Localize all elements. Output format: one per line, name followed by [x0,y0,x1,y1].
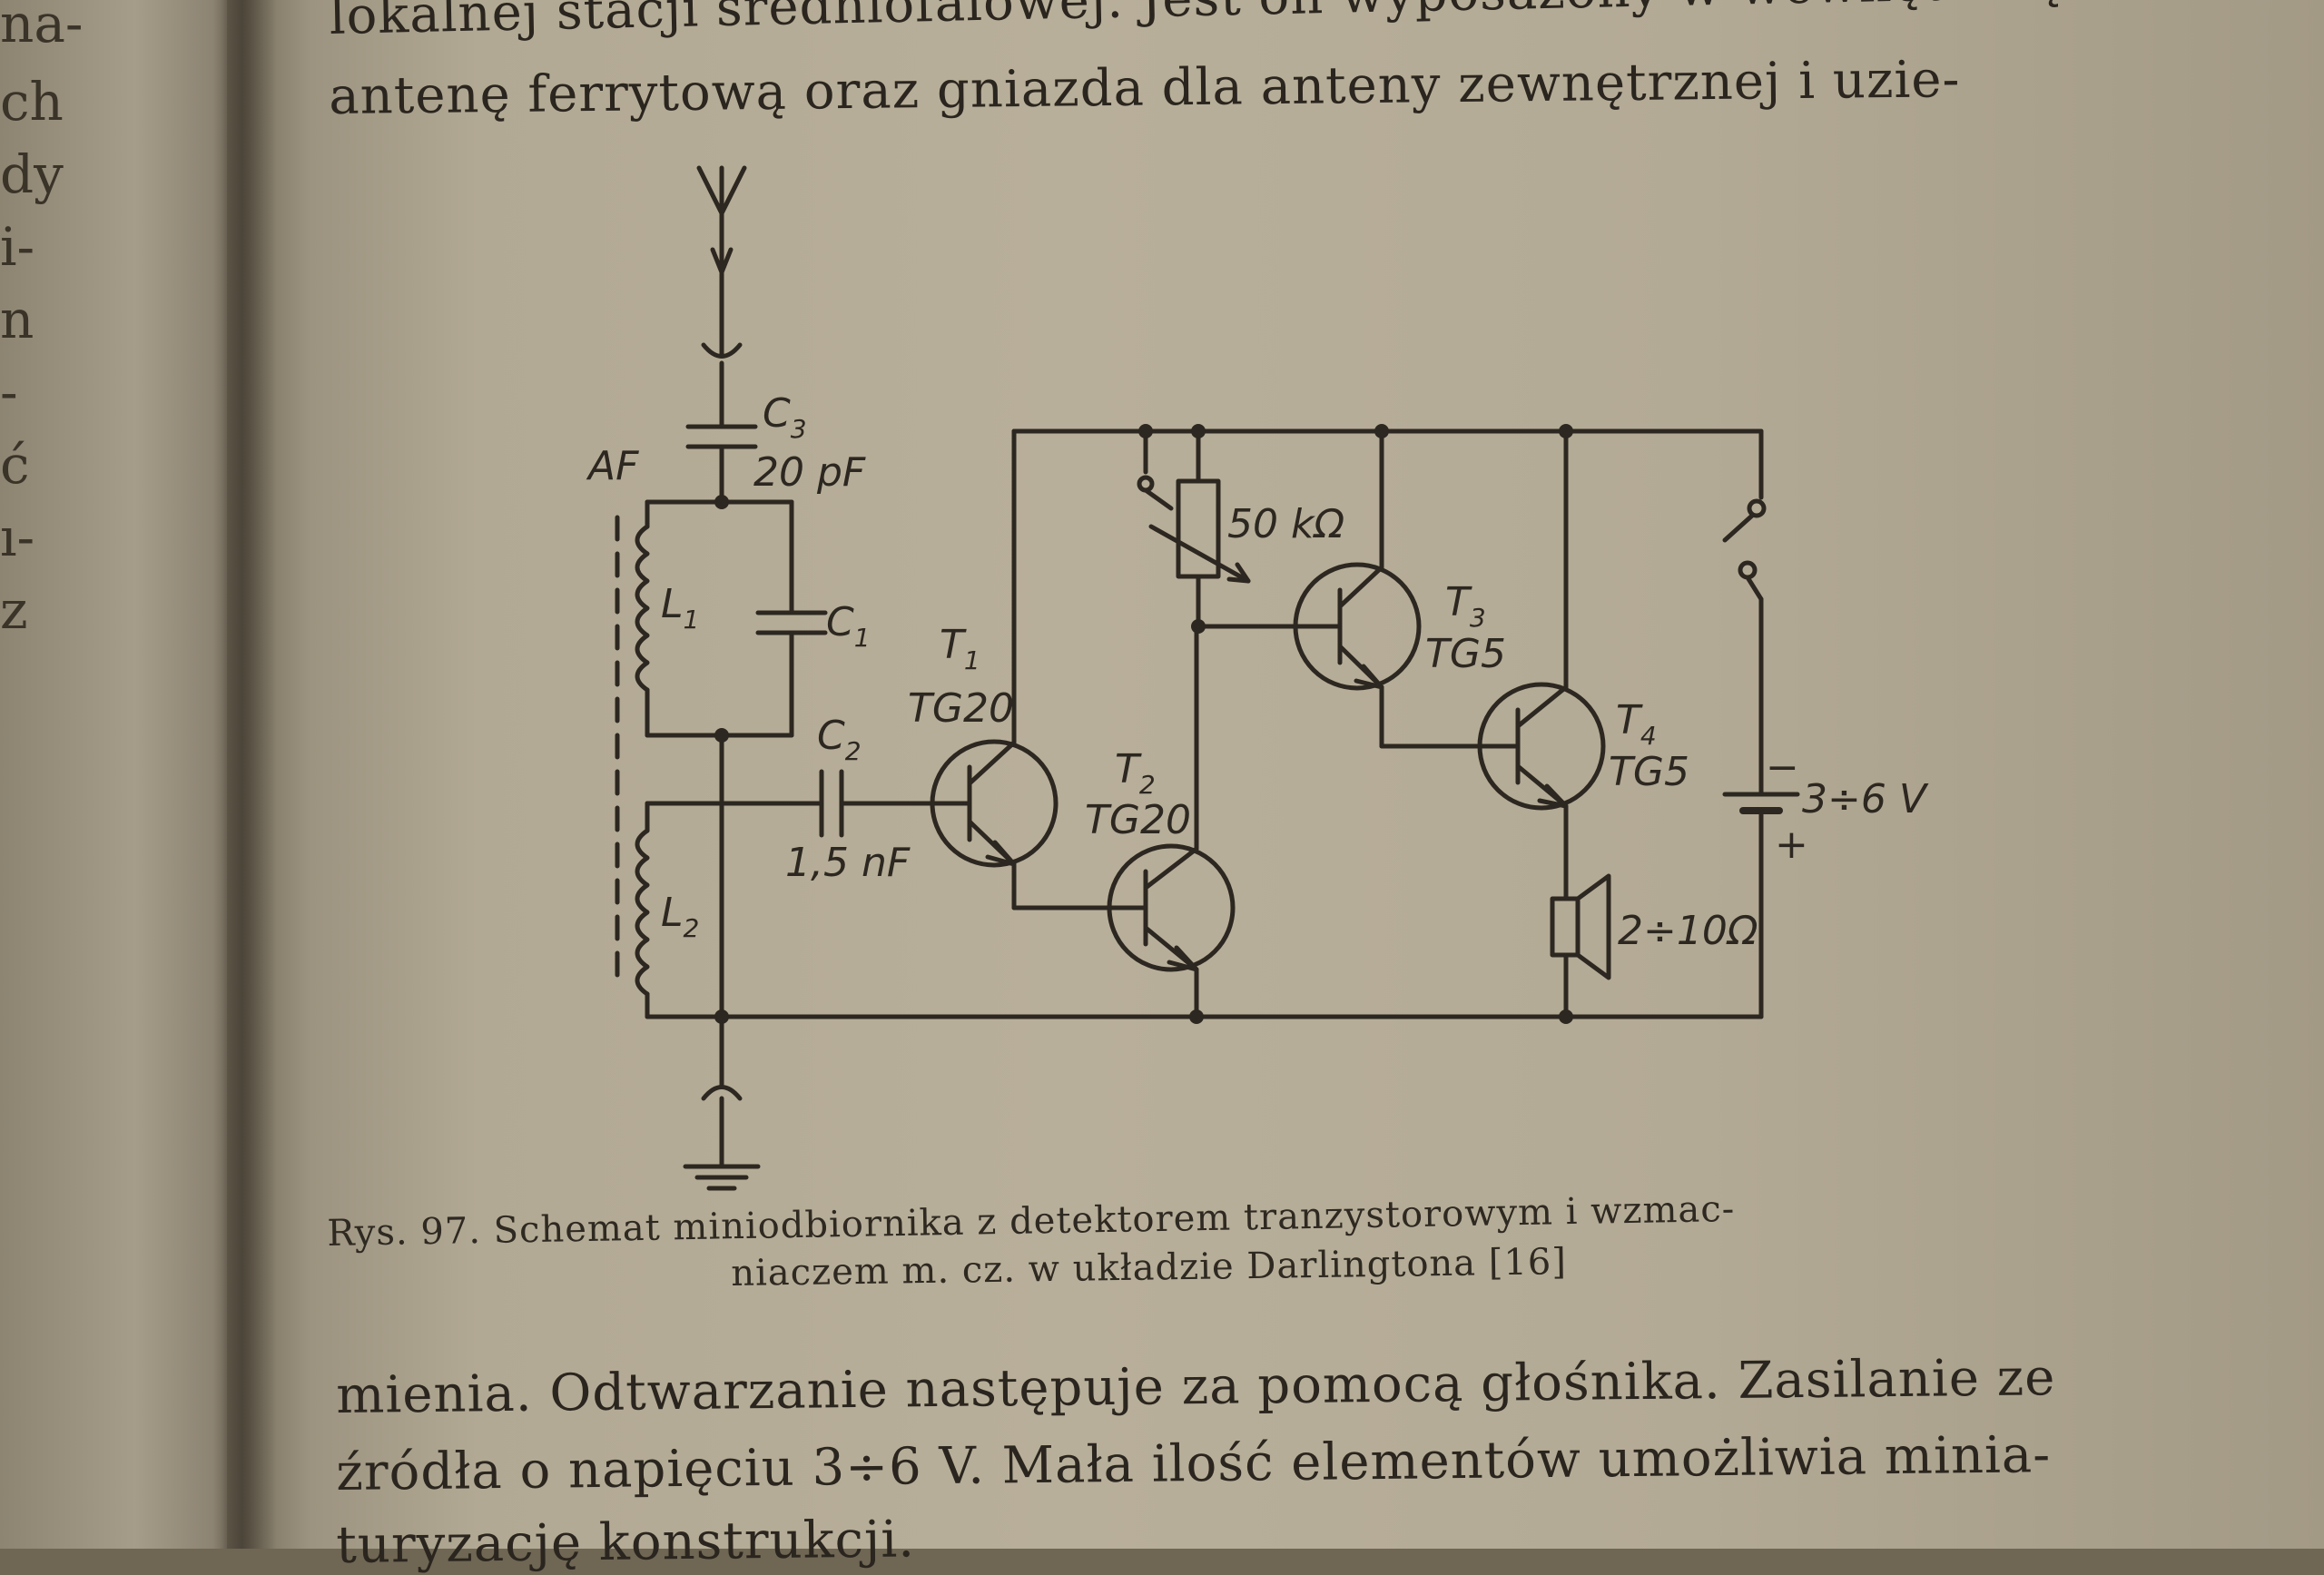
label-t3: T3 [1445,579,1486,633]
transistor-t3 [1293,562,1422,691]
antenna-symbol [696,165,747,357]
transistor-t1 [930,739,1059,868]
label-c2: C2 [817,713,862,766]
label-c1: C1 [826,599,871,653]
label-c3: C3 [763,390,807,444]
label-t1-type: TG20 [908,685,1014,732]
ground-socket [701,1085,743,1101]
label-af: AF [586,443,639,489]
left-page-fragment: ć [0,434,30,496]
left-page-fragment: - [0,361,18,423]
label-pot-value: 50 kΩ [1227,501,1344,547]
label-c2-value: 1,5 nF [785,840,911,886]
inductor-l2 [635,828,650,997]
power-switch [1747,498,1767,518]
left-page-fragment: dy [0,143,64,205]
junction-dots [714,424,1573,1024]
label-l2: L2 [661,890,699,943]
left-page-fragment: na- [0,0,84,54]
label-t1: T1 [940,622,980,675]
label-battery-value: 3÷6 V [1802,776,1929,822]
label-c3-value: 20 pF [753,449,866,496]
label-t3-type: TG5 [1425,631,1506,677]
right-page [227,0,2324,1549]
label-battery-minus: − [1766,744,1799,791]
left-page-fragment: i- [0,216,35,278]
left-page: na- ch dy i- n - ć ı- z [0,0,245,1549]
left-page-fragment: n [0,289,34,350]
label-t2: T2 [1115,746,1156,800]
antenna-arrow [710,247,734,275]
transistor-t2 [1107,843,1236,972]
label-t4: T4 [1616,697,1657,751]
label-battery-plus: + [1775,822,1808,868]
label-t4-type: TG5 [1609,749,1689,795]
left-page-fragment: z [0,579,28,641]
antenna-socket [701,342,743,359]
label-t2-type: TG20 [1085,797,1191,843]
inductor-l1 [635,524,650,693]
left-page-fragment: ı- [0,507,35,568]
label-l1: L1 [661,581,699,635]
left-page-fragment: ch [0,71,64,133]
speaker-cone [1575,873,1611,980]
label-speaker-value: 2÷10Ω [1618,908,1758,954]
transistor-t4 [1477,682,1606,811]
book-gutter [213,0,277,1549]
speaker-coil [1550,896,1581,958]
body-text-line: turyzację konstrukcji. [336,1510,916,1575]
